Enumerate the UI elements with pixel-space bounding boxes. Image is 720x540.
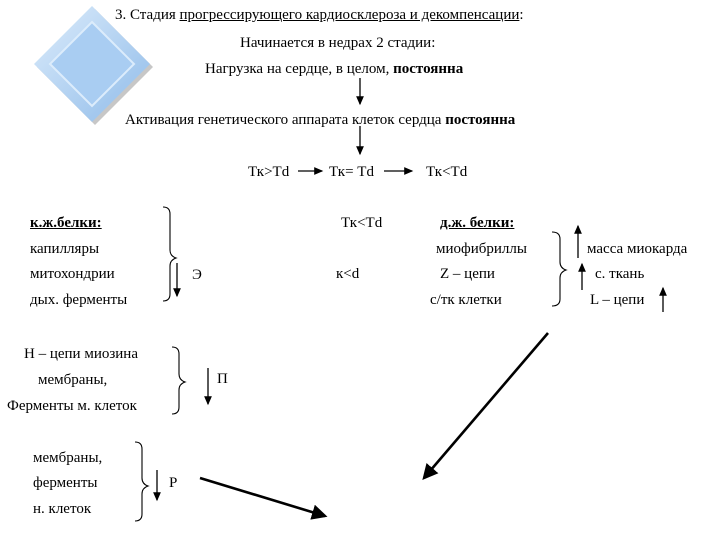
arrow-diagonal-down-right [199,476,328,520]
r-group-item: ферменты [33,475,98,491]
k-less-d: к<d [336,266,360,282]
p-group-item: мембраны, [38,372,108,388]
phase-repeat: Тк<Td [341,215,383,231]
mass-group-item: масса миокарда [587,241,688,257]
left-group-item: капилляры [30,241,100,257]
letter-r: Р [169,475,178,491]
right-group-item: с/тк клетки [430,292,502,308]
stage-title: 3. Стадия прогрессирующего кардиосклероз… [115,7,524,23]
phase-1: Тк>Td [248,164,290,180]
load-line: Нагрузка на сердце, в целом, постоянна [205,61,464,77]
letter-p: П [217,371,228,387]
mass-group-item: L – цепи [590,292,645,308]
left-group-header: к.ж.белки: [30,215,102,231]
phase-3: Тк<Td [426,164,468,180]
brace-right-group [551,231,568,307]
right-group-item: Z – цепи [440,266,495,282]
p-group-item: Ферменты м. клеток [7,398,137,414]
mass-group-item: с. ткань [595,266,645,282]
r-group-item: мембраны, [33,450,103,466]
letter-e: Э [192,267,202,283]
right-group-item: миофибриллы [436,241,527,257]
right-group-header: д.ж. белки: [440,215,515,231]
arrow-diagonal-down-left [422,332,549,480]
brace-r-group [134,441,150,522]
left-group-item: митохондрии [30,266,115,282]
brace-p-group [171,346,187,415]
phase-2: Тк= Td [329,164,374,180]
r-group-item: н. клеток [33,501,92,517]
p-group-item: Н – цепи миозина [24,346,138,362]
activation-line: Активация генетического аппарата клеток … [125,112,516,128]
brace-left-group [162,206,178,302]
starts-in-stage-2: Начинается в недрах 2 стадии: [240,35,436,51]
left-group-item: дых. ферменты [30,292,128,308]
